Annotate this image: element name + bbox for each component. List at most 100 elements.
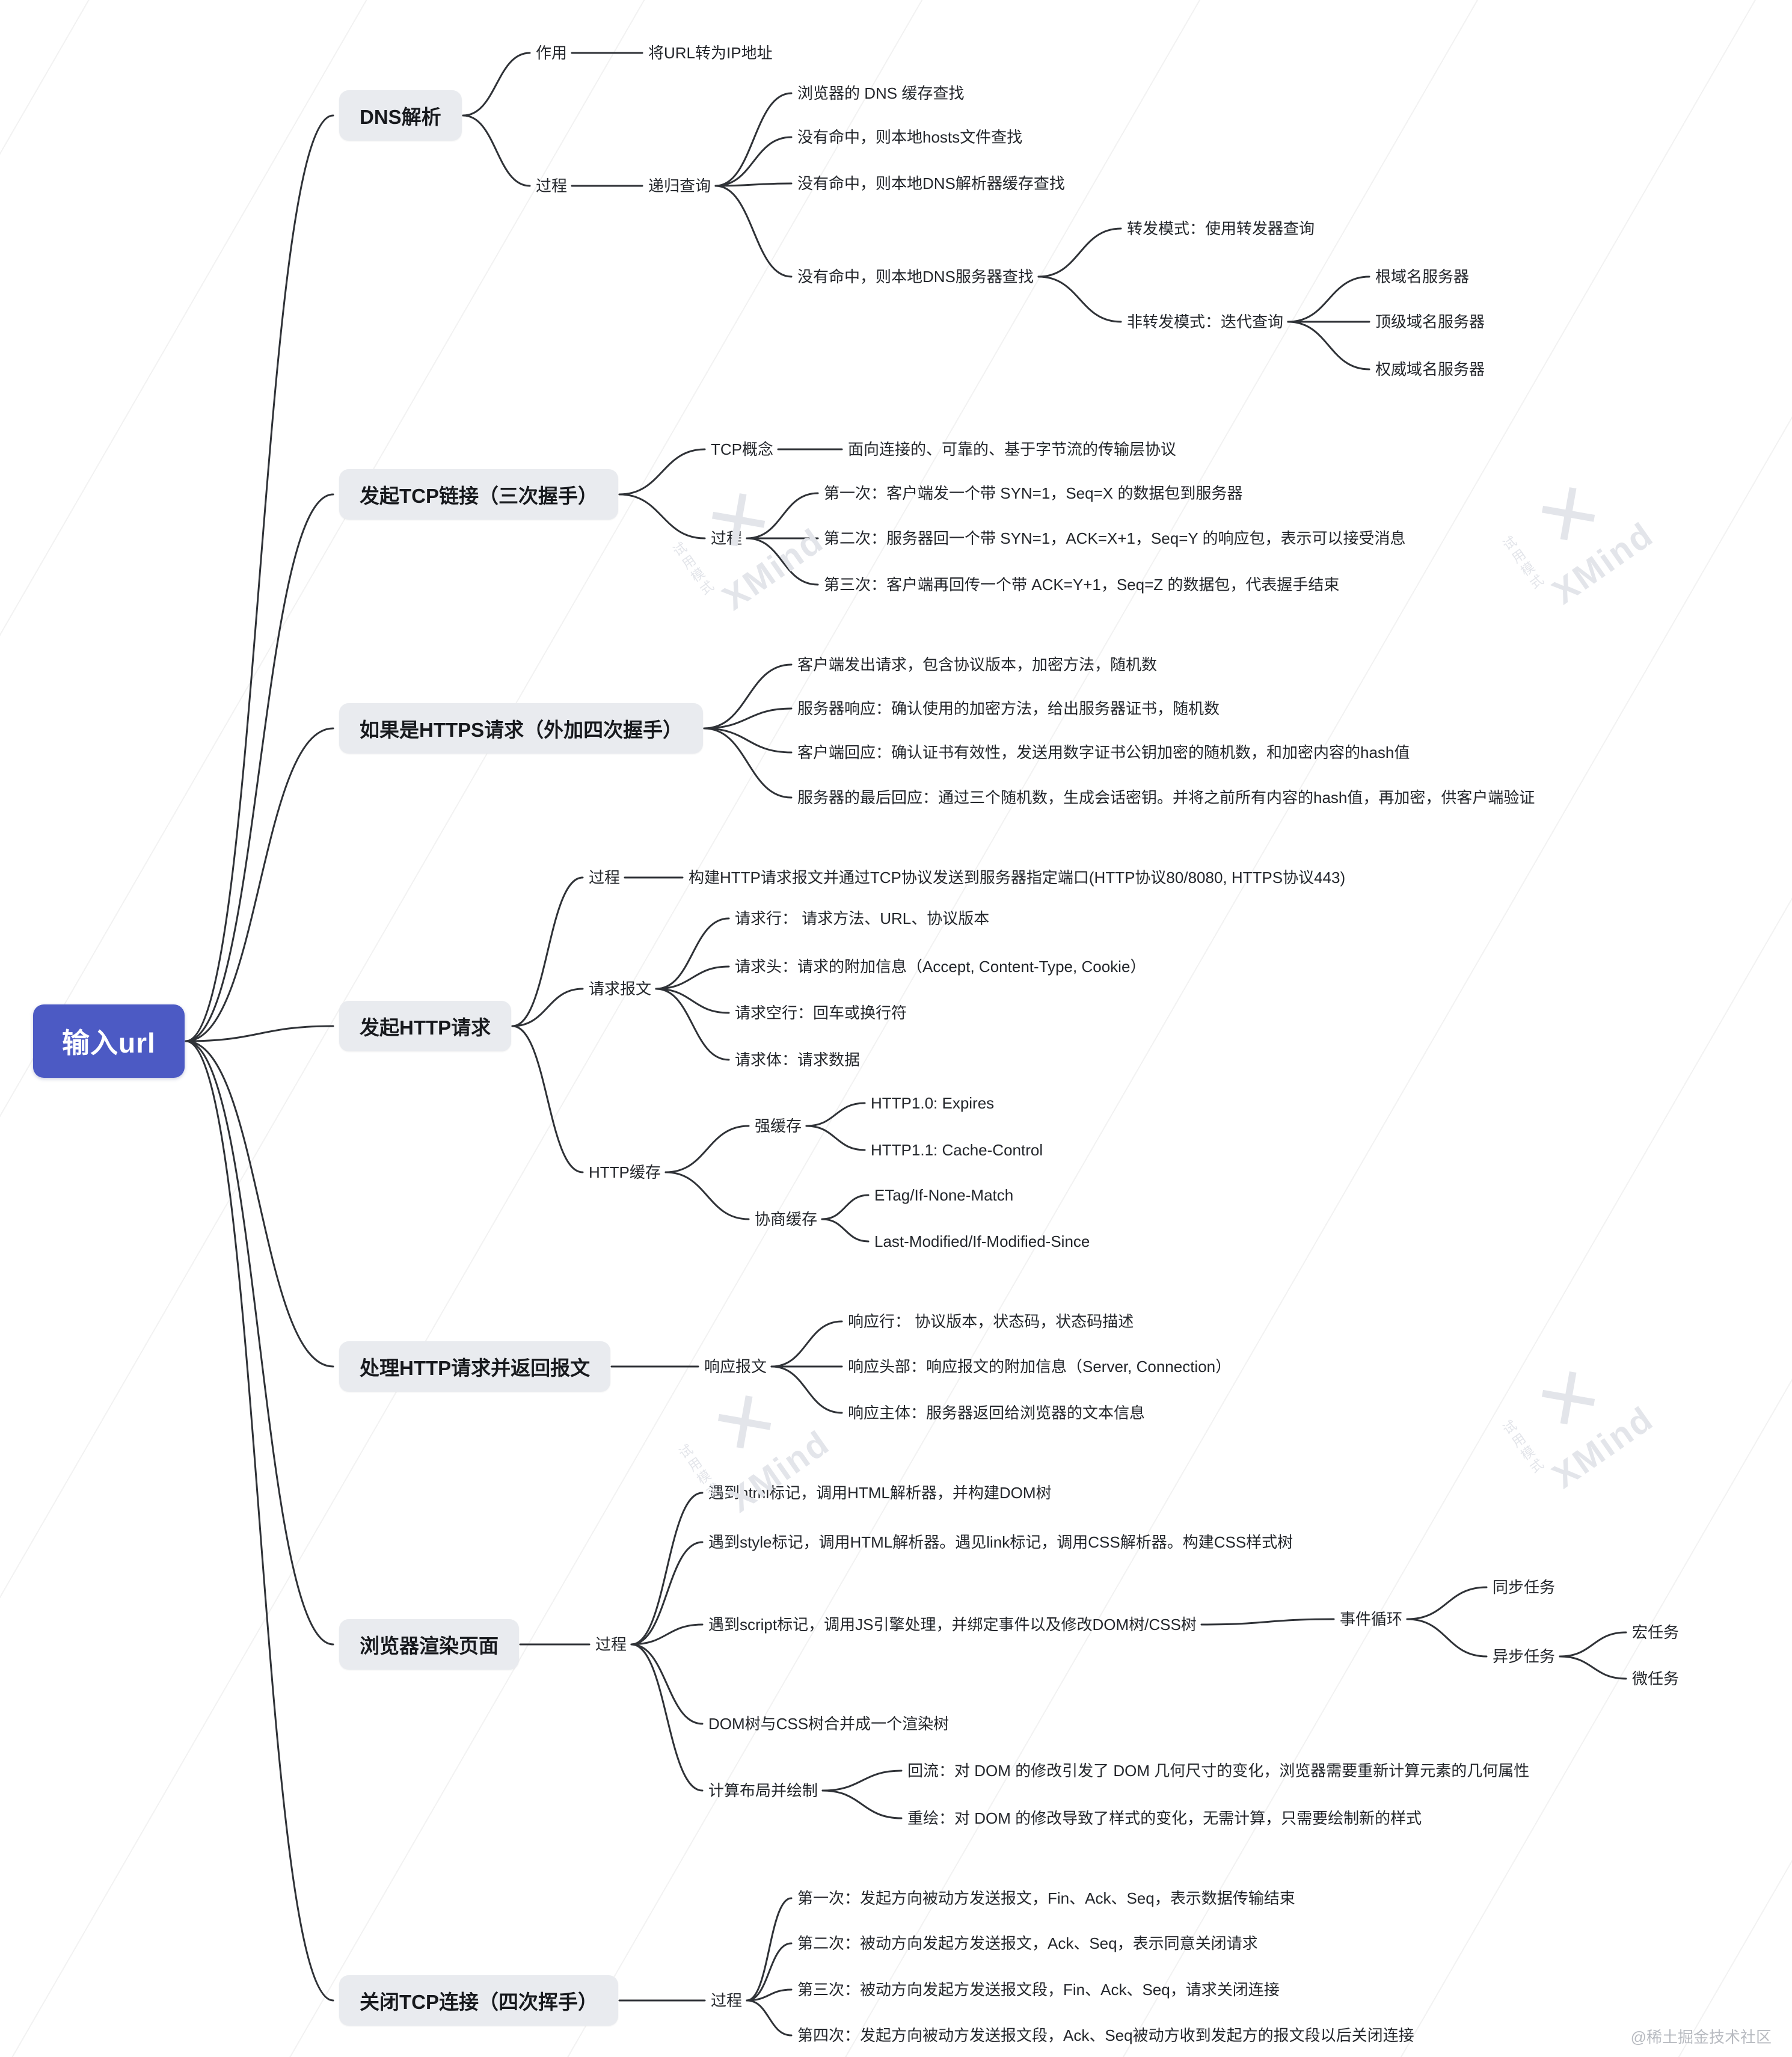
mindmap-node-render-5[interactable]: 计算布局并绘制 — [708, 1781, 818, 1800]
mindmap-node-http-req-body[interactable]: 请求体：请求数据 — [735, 1050, 861, 1069]
mindmap-connector — [1037, 275, 1122, 323]
mindmap-connector — [714, 182, 793, 187]
mindmap-node-dns-recursive[interactable]: 递归查询 — [648, 176, 711, 195]
mindmap-node-dns[interactable]: DNS解析 — [339, 90, 462, 141]
mindmap-node-cache-nego-2[interactable]: Last-Modified/If-Modified-Since — [874, 1232, 1090, 1250]
mindmap-node-dns-c4[interactable]: 没有命中，则本地DNS服务器查找 — [797, 267, 1034, 286]
mindmap-node-https-4[interactable]: 服务器的最后回应：通过三个随机数，生成会话密钥。并将之前所有内容的hash值，再… — [797, 788, 1535, 807]
mindmap-node-close-1[interactable]: 第一次：发起方向被动方发送报文，Fin、Ack、Seq，表示数据传输结束 — [797, 1889, 1295, 1907]
mindmap-node-sync-task[interactable]: 同步任务 — [1493, 1578, 1556, 1596]
mindmap-node-close-3[interactable]: 第三次：被动方向发起方发送报文段，Fin、Ack、Seq，请求关闭连接 — [797, 1980, 1280, 1999]
mindmap-connector — [714, 92, 793, 187]
mindmap-connector — [770, 1320, 843, 1368]
mindmap-node-resp-head[interactable]: 响应头部：响应报文的附加信息（Server, Connection） — [848, 1357, 1232, 1376]
mindmap-node-dns-auth-srv[interactable]: 权威域名服务器 — [1375, 360, 1485, 378]
mindmap-node-https-3[interactable]: 客户端回应：确认证书有效性，发送用数字证书公钥加密的随机数，和加密内容的hash… — [797, 743, 1410, 761]
mindmap-node-dns-c3[interactable]: 没有命中，则本地DNS解析器缓存查找 — [797, 174, 1065, 192]
mindmap-node-dns-c1[interactable]: 浏览器的 DNS 缓存查找 — [797, 84, 965, 102]
mindmap-node-reflow[interactable]: 回流：对 DOM 的修改引发了 DOM 几何尺寸的变化，浏览器需要重新计算元素的… — [907, 1761, 1530, 1780]
mindmap-node-dns-root-srv[interactable]: 根域名服务器 — [1375, 267, 1470, 286]
mindmap-node-event-loop[interactable]: 事件循环 — [1340, 1610, 1403, 1628]
mindmap-node-async-task[interactable]: 异步任务 — [1493, 1647, 1556, 1665]
mindmap-node-close[interactable]: 关闭TCP连接（四次挥手） — [339, 1975, 618, 2026]
mindmap-connector — [185, 493, 334, 1042]
mindmap-connector — [655, 917, 730, 990]
mindmap-node-http-proc[interactable]: 过程 — [589, 868, 621, 887]
mindmap-connector — [703, 727, 793, 754]
credit-watermark: @稀土掘金技术社区 — [1630, 2028, 1772, 2046]
mindmap-node-tcp-concept[interactable]: TCP概念 — [711, 440, 774, 458]
mindmap-node-micro-task[interactable]: 微任务 — [1632, 1669, 1680, 1688]
mindmap-node-cache-strong[interactable]: 强缓存 — [755, 1116, 802, 1135]
mindmap-node-dns-role[interactable]: 作用 — [536, 43, 568, 62]
mindmap-node-tcp[interactable]: 发起TCP链接（三次握手） — [339, 469, 618, 520]
mindmap-node-render-2[interactable]: 遇到style标记，调用HTML解析器。遇见link标记，调用CSS解析器。构建… — [708, 1533, 1293, 1551]
mindmap-connector — [511, 988, 584, 1027]
mindmap-node-dns-role-1[interactable]: 将URL转为IP地址 — [648, 43, 773, 62]
mindmap-connector — [185, 1040, 334, 1646]
mindmap-node-root[interactable]: 输入url — [33, 1004, 185, 1078]
mindmap-node-tcp-3[interactable]: 第三次：客户端再回传一个带 ACK=Y+1，Seq=Z 的数据包，代表握手结束 — [824, 575, 1340, 594]
mindmap-node-cache-nego[interactable]: 协商缓存 — [755, 1210, 818, 1228]
mindmap-connector — [185, 1040, 334, 1368]
mindmap-node-repaint[interactable]: 重绘：对 DOM 的修改导致了样式的变化，无需计算，只需要绘制新的样式 — [907, 1809, 1422, 1827]
mindmap-connector — [630, 1623, 704, 1646]
mindmap-node-close-2[interactable]: 第二次：被动方向发起方发送报文，Ack、Seq，表示同意关闭请求 — [797, 1934, 1258, 1952]
mindmap-connector — [821, 1770, 903, 1792]
mindmap-connector — [805, 1125, 866, 1151]
mindmap-node-dns-c2[interactable]: 没有命中，则本地hosts文件查找 — [797, 128, 1023, 146]
mindmap-connector — [655, 965, 730, 990]
mindmap-connector — [1559, 1631, 1627, 1658]
mindmap-node-cache-strong-1[interactable]: HTTP1.0: Expires — [871, 1093, 995, 1112]
mindmap-node-http-req-line[interactable]: 请求行： 请求方法、URL、协议版本 — [735, 909, 990, 927]
mindmap-node-render-4[interactable]: DOM树与CSS树合并成一个渲染树 — [708, 1714, 950, 1733]
mindmap-node-tcp-2[interactable]: 第二次：服务器回一个带 SYN=1，ACK=X+1，Seq=Y 的响应包，表示可… — [824, 529, 1406, 547]
mindmap-node-resp-body[interactable]: 响应主体：服务器返回给浏览器的文本信息 — [848, 1403, 1146, 1422]
mindmap-node-cache-nego-1[interactable]: ETag/If-None-Match — [874, 1185, 1014, 1204]
mindmap-node-dns-tld-srv[interactable]: 顶级域名服务器 — [1375, 312, 1485, 331]
mindmap-connector — [714, 136, 793, 187]
mindmap-connector — [1406, 1618, 1488, 1658]
mindmap-node-tcp-proc[interactable]: 过程 — [711, 529, 743, 547]
mindmap-connector — [1287, 275, 1370, 323]
mindmap-connector — [1406, 1586, 1488, 1620]
mindmap-node-close-4[interactable]: 第四次：发起方向被动方发送报文段，Ack、Seq被动方收到发起方的报文段以后关闭… — [797, 2026, 1414, 2044]
mindmap-node-tcp-concept-1[interactable]: 面向连接的、可靠的、基于字节流的传输层协议 — [848, 440, 1177, 458]
mindmap-connector — [462, 114, 531, 187]
mindmap-connector — [630, 1643, 704, 1725]
mindmap-node-macro-task[interactable]: 宏任务 — [1632, 1623, 1680, 1641]
mindmap-connector — [511, 1025, 584, 1173]
mindmap-node-http-req-head[interactable]: 请求头：请求的附加信息（Accept, Content-Type, Cookie… — [735, 957, 1146, 976]
mindmap-node-http-req[interactable]: 请求报文 — [589, 979, 652, 998]
mindmap-node-resp-line[interactable]: 响应行： 协议版本，状态码，状态码描述 — [848, 1312, 1134, 1330]
mindmap-node-tcp-1[interactable]: 第一次：客户端发一个带 SYN=1，Seq=X 的数据包到服务器 — [824, 484, 1243, 502]
mindmap-node-render-3[interactable]: 遇到script标记，调用JS引擎处理，并绑定事件以及修改DOM树/CSS树 — [708, 1615, 1197, 1634]
mindmap-node-https-1[interactable]: 客户端发出请求，包含协议版本，加密方法，随机数 — [797, 655, 1158, 674]
mindmap-connector — [511, 876, 584, 1027]
mindmap-node-http[interactable]: 发起HTTP请求 — [339, 1001, 512, 1051]
mindmap-node-render[interactable]: 浏览器渲染页面 — [339, 1619, 519, 1670]
mindmap-node-dns-fwd[interactable]: 转发模式：使用转发器查询 — [1127, 219, 1315, 238]
mindmap-node-https-2[interactable]: 服务器响应：确认使用的加密方法，给出服务器证书，随机数 — [797, 699, 1220, 718]
mindmap-connector — [630, 1541, 704, 1646]
mindmap-node-close-proc[interactable]: 过程 — [711, 1991, 743, 2009]
mindmap-node-http-req-blank[interactable]: 请求空行：回车或换行符 — [735, 1003, 907, 1022]
mindmap-node-http-proc-1[interactable]: 构建HTTP请求报文并通过TCP协议发送到服务器指定端口(HTTP协议80/80… — [689, 868, 1346, 887]
mindmap-node-http-cache[interactable]: HTTP缓存 — [589, 1163, 661, 1181]
mindmap-node-dns-nonfwd[interactable]: 非转发模式：迭代查询 — [1127, 312, 1284, 331]
mindmap-node-dns-proc[interactable]: 过程 — [536, 176, 568, 195]
mindmap-node-https[interactable]: 如果是HTTPS请求（外加四次握手） — [339, 703, 704, 754]
mindmap-node-render-proc[interactable]: 过程 — [595, 1635, 627, 1653]
mindmap-connector — [821, 1194, 870, 1220]
mindmap-node-cache-strong-2[interactable]: HTTP1.1: Cache-Control — [871, 1140, 1043, 1159]
mindmap-node-resp-msg[interactable]: 响应报文 — [704, 1357, 767, 1376]
mindmap-connector — [805, 1102, 866, 1127]
mindmap-node-render-1[interactable]: 遇到html标记，调用HTML解析器，并构建DOM树 — [708, 1483, 1052, 1502]
mindmap-connector — [185, 727, 334, 1042]
mindmap-connector — [1037, 227, 1122, 278]
mindmap-connector — [618, 448, 706, 496]
mindmap-node-resp[interactable]: 处理HTTP请求并返回报文 — [339, 1341, 611, 1392]
mindmap-connector — [655, 988, 730, 1061]
